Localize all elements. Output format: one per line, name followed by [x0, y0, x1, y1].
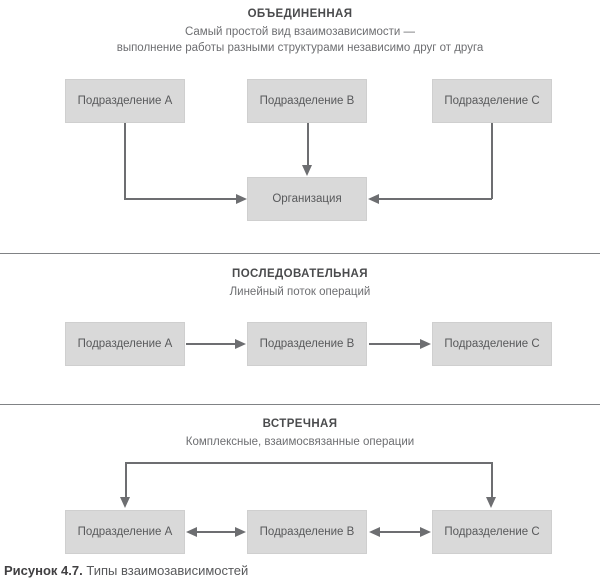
arrowhead-reciprocal-right	[485, 497, 496, 508]
node-pooled-unit-a[interactable]: Подразделение A	[65, 79, 185, 123]
figure-caption-text: Типы взаимозависимостей	[86, 563, 249, 578]
connector-pooled-b-vertical	[307, 123, 309, 166]
figure-caption: Рисунок 4.7. Типы взаимозависимостей	[4, 563, 248, 578]
section-pooled-subtitle-line2: выполнение работы разными структурами не…	[116, 42, 484, 54]
connector-sequential-a-b	[186, 343, 236, 345]
connector-pooled-c-vertical	[491, 123, 493, 199]
arrowhead-reciprocal-b-c-left	[369, 526, 380, 537]
node-reciprocal-unit-b[interactable]: Подразделение B	[247, 510, 367, 554]
node-pooled-unit-c[interactable]: Подразделение C	[432, 79, 552, 123]
connector-sequential-b-c	[369, 343, 421, 345]
figure-caption-label: Рисунок 4.7.	[4, 563, 83, 578]
arrowhead-reciprocal-left	[119, 497, 130, 508]
connector-reciprocal-bracket-top	[125, 462, 492, 464]
arrowhead-pooled-c	[368, 193, 379, 204]
node-sequential-unit-b[interactable]: Подразделение B	[247, 322, 367, 366]
arrowhead-pooled-a	[236, 193, 247, 204]
section-pooled-subtitle-line1: Самый простой вид взаимозависимости —	[184, 26, 416, 38]
node-reciprocal-unit-a[interactable]: Подразделение A	[65, 510, 185, 554]
node-pooled-unit-b[interactable]: Подразделение B	[247, 79, 367, 123]
arrowhead-sequential-b-c	[420, 338, 431, 349]
section-reciprocal-title: ВСТРЕЧНАЯ	[262, 418, 338, 430]
section-pooled-title: ОБЪЕДИНЕННАЯ	[247, 8, 353, 20]
connector-reciprocal-bracket-left	[125, 462, 127, 498]
connector-pooled-c-horizontal	[379, 198, 492, 200]
arrowhead-reciprocal-b-c-right	[420, 526, 431, 537]
section-sequential-subtitle-line1: Линейный поток операций	[229, 286, 371, 298]
divider-1	[0, 253, 600, 254]
section-reciprocal-subtitle-line1: Комплексные, взаимосвязанные операции	[185, 436, 415, 448]
connector-reciprocal-bracket-right	[491, 462, 493, 498]
node-pooled-organization[interactable]: Организация	[247, 177, 367, 221]
connector-pooled-a-vertical	[124, 123, 126, 199]
section-sequential: ПОСЛЕДОВАТЕЛЬНАЯ Линейный поток операций	[0, 268, 600, 300]
node-reciprocal-unit-c[interactable]: Подразделение C	[432, 510, 552, 554]
section-pooled: ОБЪЕДИНЕННАЯ Самый простой вид взаимозав…	[0, 8, 600, 56]
arrowhead-reciprocal-a-b-right	[235, 526, 246, 537]
arrowhead-reciprocal-a-b-left	[186, 526, 197, 537]
arrowhead-pooled-b	[301, 165, 312, 176]
arrowhead-sequential-a-b	[235, 338, 246, 349]
connector-pooled-a-horizontal	[124, 198, 237, 200]
node-sequential-unit-c[interactable]: Подразделение C	[432, 322, 552, 366]
section-sequential-title: ПОСЛЕДОВАТЕЛЬНАЯ	[232, 268, 368, 280]
divider-2	[0, 404, 600, 405]
connector-reciprocal-a-b	[196, 531, 236, 533]
section-reciprocal: ВСТРЕЧНАЯ Комплексные, взаимосвязанные о…	[0, 418, 600, 450]
connector-reciprocal-b-c	[380, 531, 421, 533]
node-sequential-unit-a[interactable]: Подразделение A	[65, 322, 185, 366]
